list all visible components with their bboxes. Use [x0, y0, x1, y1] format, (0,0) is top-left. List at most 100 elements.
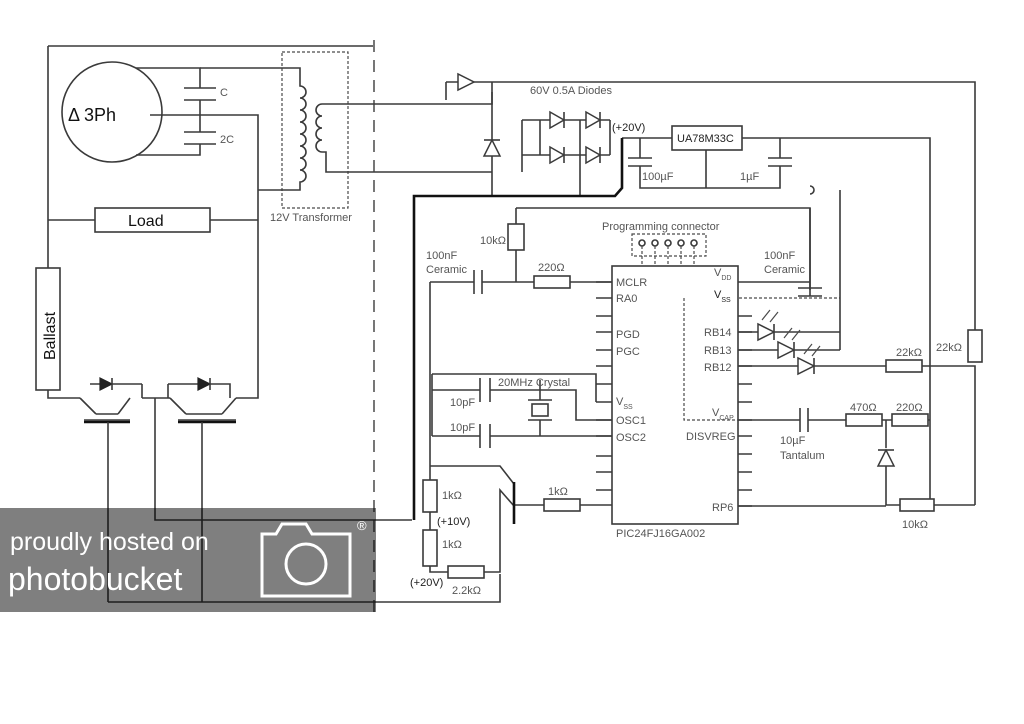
svg-text:OSC2: OSC2 [616, 432, 646, 444]
svg-text:VSS: VSS [616, 396, 633, 411]
svg-text:22kΩ: 22kΩ [896, 347, 922, 359]
svg-text:470Ω: 470Ω [850, 402, 877, 414]
capacitor-100nf-right: 100nF Ceramic [764, 250, 822, 297]
mcu-pic24fj16ga002: MCLR RA0 PGD PGC VSS OSC1 OSC2 VDD VSS R… [596, 265, 752, 540]
svg-text:MCLR: MCLR [616, 277, 647, 289]
svg-text:10kΩ: 10kΩ [902, 519, 928, 531]
svg-text:UA78M33C: UA78M33C [677, 133, 734, 145]
svg-text:100nF: 100nF [764, 250, 795, 262]
svg-text:Ballast: Ballast [42, 311, 59, 360]
svg-text:Programming connector: Programming connector [602, 221, 720, 233]
transformer-12v: 12V Transformer [200, 51, 352, 224]
resistor-470: 470Ω [845, 402, 883, 427]
svg-text:1kΩ: 1kΩ [442, 490, 462, 502]
resistor-10k-bottom: 10kΩ [899, 498, 935, 531]
svg-text:20MHz Crystal: 20MHz Crystal [498, 377, 570, 389]
svg-text:RP6: RP6 [712, 502, 733, 514]
rail-20v-bottom: (+20V) [410, 577, 443, 589]
rectifier-bridge: 60V 0.5A Diodes [445, 72, 976, 330]
svg-text:1µF: 1µF [740, 171, 759, 183]
svg-text:proudly hosted on: proudly hosted on [10, 528, 209, 556]
capacitor-2c: 2C [184, 131, 234, 146]
svg-text:Ceramic: Ceramic [426, 264, 467, 276]
svg-text:RB13: RB13 [704, 345, 732, 357]
svg-text:RB14: RB14 [704, 327, 732, 339]
resistor-10k-pullup: 10kΩ [480, 223, 525, 251]
capacitor-100nf-left: 100nF Ceramic [426, 250, 483, 294]
resistor-22k-b: 22kΩ [936, 329, 983, 363]
vdd-wires [738, 208, 811, 296]
rail-20v-top: (+20V) [612, 122, 645, 134]
svg-text:RB12: RB12 [704, 362, 732, 374]
three-phase-motor: Δ 3Ph [61, 61, 163, 163]
svg-text:2C: 2C [220, 134, 234, 146]
svg-text:22kΩ: 22kΩ [936, 342, 962, 354]
capacitor-10uf-tantalum: 10µF Tantalum [780, 408, 825, 462]
vss-right-internal [683, 298, 738, 421]
capacitor-10pf-b: 10pF [450, 422, 491, 448]
svg-text:10kΩ: 10kΩ [480, 235, 506, 247]
capacitor-1uf: 1µF [740, 157, 792, 183]
resistor-1k-base: 1kΩ [543, 486, 581, 512]
svg-text:10µF: 10µF [780, 435, 806, 447]
rail-10v: (+10V) [437, 516, 470, 528]
led-rb12 [797, 343, 821, 376]
resistor-220-b: 220Ω [891, 402, 929, 427]
svg-text:10pF: 10pF [450, 422, 475, 434]
svg-text:10pF: 10pF [450, 397, 475, 409]
svg-text:RA0: RA0 [616, 293, 637, 305]
crystal-wires [431, 373, 612, 437]
regulator-wires [622, 137, 931, 505]
svg-text:1kΩ: 1kΩ [442, 539, 462, 551]
cap-2c-wires [136, 120, 201, 156]
svg-text:220Ω: 220Ω [538, 262, 565, 274]
svg-text:PIC24FJ16GA002: PIC24FJ16GA002 [616, 528, 705, 540]
svg-text:2.2kΩ: 2.2kΩ [452, 585, 481, 597]
svg-text:VCAP: VCAP [712, 407, 734, 422]
svg-text:photobucket: photobucket [8, 561, 182, 597]
svg-text:®: ® [357, 518, 367, 533]
svg-text:220Ω: 220Ω [896, 402, 923, 414]
zener-diode [876, 448, 896, 467]
svg-text:100µF: 100µF [642, 171, 674, 183]
led-rb13 [777, 327, 801, 360]
camera-icon [260, 522, 352, 598]
motor-label: Δ 3Ph [68, 105, 116, 125]
reg-cap-wires [639, 138, 781, 189]
resistor-1k-top: 1kΩ [422, 479, 462, 513]
svg-text:PGC: PGC [616, 346, 640, 358]
svg-text:100nF: 100nF [426, 250, 457, 262]
svg-text:OSC1: OSC1 [616, 415, 646, 427]
vss-right-wire [809, 185, 841, 298]
cap-network-wires [136, 67, 255, 120]
resistor-220-mclr: 220Ω [533, 262, 571, 289]
ballast-resistor: Ballast [35, 267, 61, 391]
regulator-ua78m33c: UA78M33C [671, 125, 743, 151]
svg-text:1kΩ: 1kΩ [548, 486, 568, 498]
svg-text:12V Transformer: 12V Transformer [270, 212, 352, 224]
svg-text:DISVREG: DISVREG [686, 431, 736, 443]
resistor-1k-bottom: 1kΩ [422, 529, 462, 567]
mclr-wires [429, 281, 612, 466]
resistor-2k2: 2.2kΩ [447, 565, 485, 597]
capacitor-100uf: 100µF [628, 157, 674, 183]
svg-text:C: C [220, 87, 228, 99]
led-rb14 [757, 309, 779, 342]
svg-text:PGD: PGD [616, 329, 640, 341]
capacitor-10pf-a: 10pF [450, 378, 491, 409]
photobucket-watermark: proudly hosted on photobucket ® [0, 508, 376, 612]
rail-20v-wire [412, 138, 624, 520]
crystal-20mhz: 20MHz Crystal [498, 377, 570, 421]
vcap-wires [738, 419, 975, 507]
load-resistor: Load [94, 207, 211, 233]
svg-text:Ceramic: Ceramic [764, 264, 805, 276]
svg-text:VSS: VSS [714, 289, 731, 304]
svg-text:VDD: VDD [714, 267, 731, 282]
motor-left-bus [47, 45, 373, 399]
svg-text:60V 0.5A Diodes: 60V 0.5A Diodes [530, 85, 612, 97]
resistor-22k-a: 22kΩ [885, 347, 923, 373]
svg-text:Tantalum: Tantalum [780, 450, 825, 462]
capacitor-c: C [184, 87, 228, 101]
svg-text:Load: Load [128, 213, 164, 230]
